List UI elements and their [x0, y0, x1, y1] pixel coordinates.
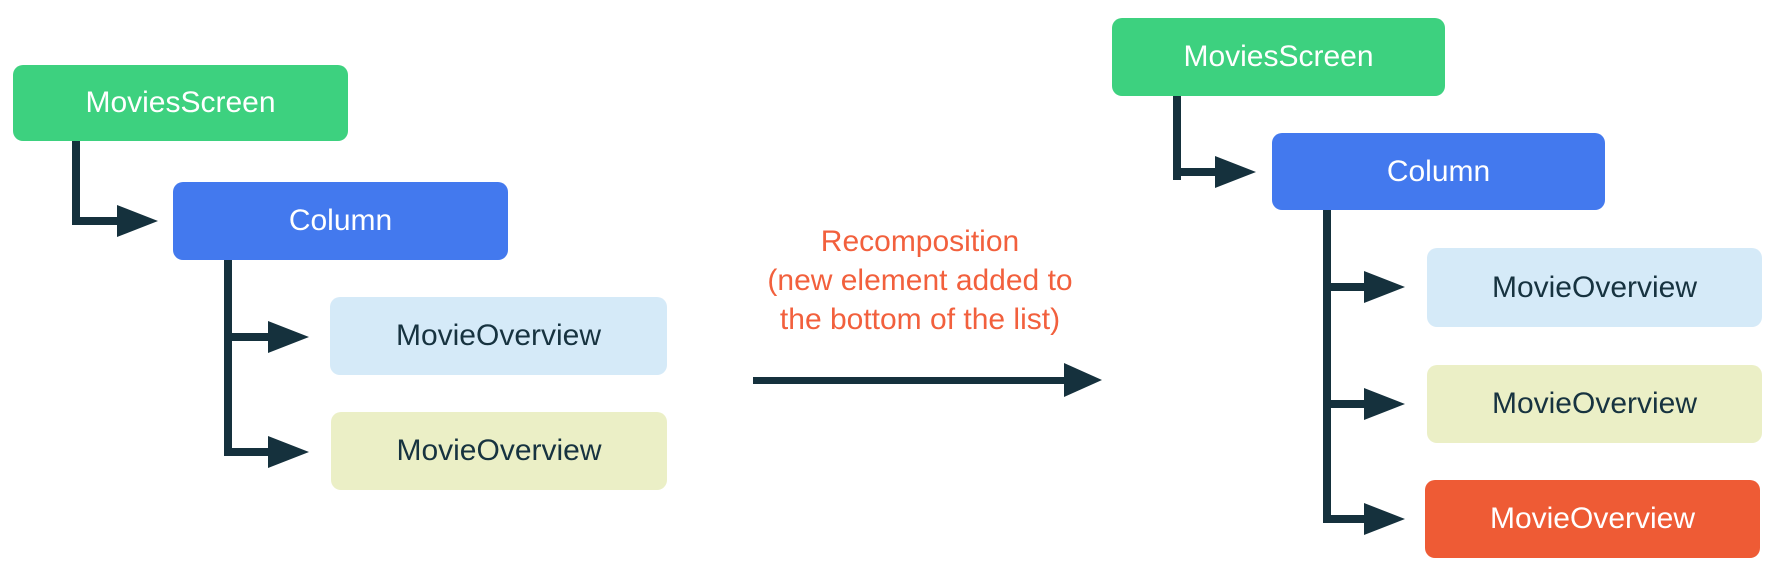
right-connector-root-vertical — [1173, 96, 1181, 180]
right-connector-child3-horizontal — [1323, 515, 1367, 523]
right-arrowhead-child2-icon — [1364, 388, 1405, 420]
left-node-column: Column — [173, 182, 508, 260]
left-node-movieoverview-1: MovieOverview — [330, 297, 667, 375]
left-node-movieoverview-2: MovieOverview — [331, 412, 667, 490]
left-connector-child2-horizontal — [224, 448, 270, 456]
recomposition-label-line2: (new element added to — [767, 264, 1073, 297]
right-node-moviesscreen: MoviesScreen — [1112, 18, 1445, 96]
right-arrowhead-child1-icon — [1364, 271, 1405, 303]
recomposition-arrow-head-icon — [1064, 363, 1102, 397]
recomposition-label-line3: the bottom of the list) — [779, 303, 1061, 336]
left-connector-root-horizontal — [72, 217, 120, 225]
recomposition-label: Recomposition (new element added to the … — [700, 222, 1140, 339]
right-node-movieoverview-3-new: MovieOverview — [1425, 480, 1760, 558]
right-arrowhead-root-icon — [1215, 156, 1256, 188]
right-node-movieoverview-2: MovieOverview — [1427, 365, 1762, 443]
left-node-moviesscreen: MoviesScreen — [13, 65, 348, 141]
right-connector-child2-horizontal — [1323, 400, 1367, 408]
recomposition-label-line1: Recomposition — [820, 225, 1020, 258]
left-connector-root-vertical — [72, 141, 80, 225]
left-arrowhead-child2-icon — [268, 436, 309, 468]
right-connector-children-vertical — [1323, 210, 1331, 523]
right-node-movieoverview-1: MovieOverview — [1427, 248, 1762, 327]
right-connector-child1-horizontal — [1323, 283, 1367, 291]
left-arrowhead-root-icon — [117, 205, 158, 237]
left-connector-children-vertical — [224, 260, 232, 456]
recomposition-arrow-line — [753, 377, 1068, 384]
right-node-column: Column — [1272, 133, 1605, 210]
right-connector-root-horizontal — [1173, 168, 1219, 176]
left-arrowhead-child1-icon — [268, 321, 309, 353]
right-arrowhead-child3-icon — [1364, 503, 1405, 535]
left-connector-child1-horizontal — [224, 333, 270, 341]
